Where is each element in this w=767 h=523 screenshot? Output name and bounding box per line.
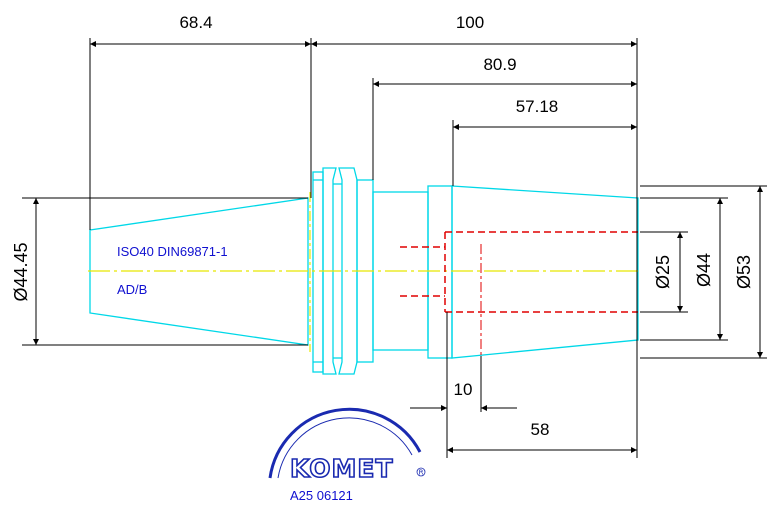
body-ring [427,185,453,359]
dim-shank-length: 68.4 [179,13,212,32]
note-standard: ISO40 DIN69871-1 [117,244,228,259]
hidden-bore [400,231,638,356]
dim-body-diameter: Ø44 [694,253,714,287]
dim-body-length: 57.18 [516,97,559,116]
dim-length-from-flange: 80.9 [483,55,516,74]
dim-max-diameter: Ø53 [734,255,754,289]
logo-registered-mark: R [419,469,424,477]
part-number: A25 06121 [290,488,353,503]
dim-bore-diameter: Ø25 [653,255,673,289]
logo-brand: KOMET [290,454,394,483]
v-groove-flange [322,167,337,375]
dim-overall-length: 100 [456,13,484,32]
dim-taper-diameter: Ø44.45 [11,242,31,301]
komet-logo: KOMET R A25 06121 [268,407,426,503]
note-form: AD/B [117,282,147,297]
dim-bore-length: 58 [531,420,550,439]
flange-right [338,167,358,375]
collar-left [312,171,324,373]
extension-lines [22,38,767,458]
dim-insert-depth: 10 [454,380,473,399]
body [451,185,639,359]
logo-arc [268,407,422,479]
dimension-lines [33,41,763,453]
